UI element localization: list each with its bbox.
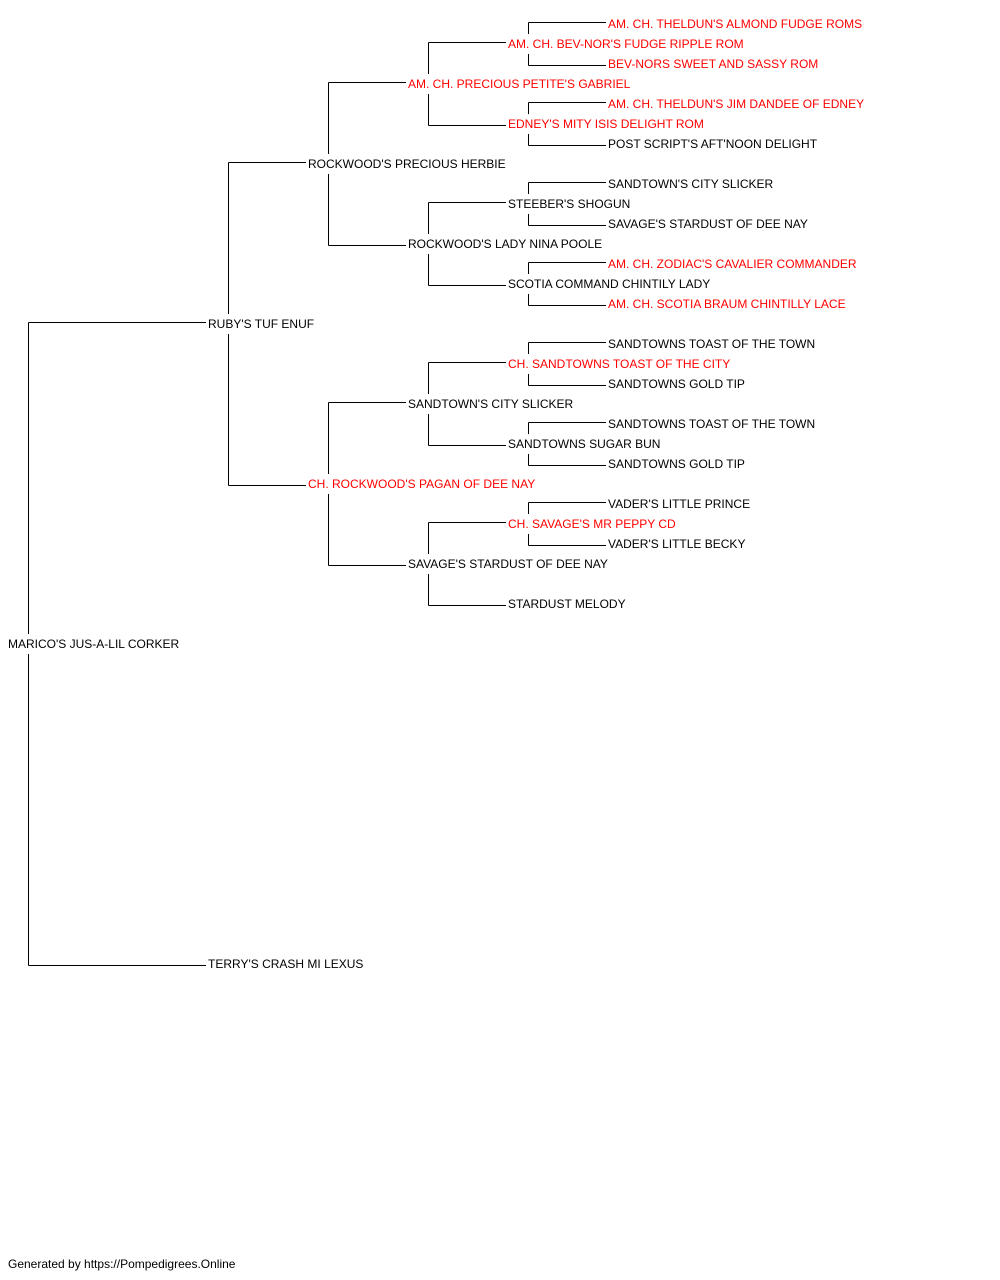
dog-gen4-sdss: CH. SANDTOWNS TOAST OF THE CITY bbox=[508, 357, 731, 371]
dog-subject: MARICO'S JUS-A-LIL CORKER bbox=[8, 637, 180, 651]
dog-dam: TERRY'S CRASH MI LEXUS bbox=[208, 957, 364, 971]
dog-sire: RUBY'S TUF ENUF bbox=[208, 317, 315, 331]
dog-sire-dam-sire: SANDTOWN'S CITY SLICKER bbox=[408, 397, 574, 411]
dog-gen5-ssdss: SANDTOWN'S CITY SLICKER bbox=[608, 177, 774, 191]
dog-gen5-ssddd: AM. CH. SCOTIA BRAUM CHINTILLY LACE bbox=[608, 297, 846, 311]
dog-gen5-sssss: AM. CH. THELDUN'S ALMOND FUDGE ROMS bbox=[608, 17, 863, 31]
dog-gen4-ssss: AM. CH. BEV-NOR'S FUDGE RIPPLE ROM bbox=[508, 37, 744, 51]
dog-gen5-ssdds: AM. CH. ZODIAC'S CAVALIER COMMANDER bbox=[608, 257, 857, 271]
dog-gen5-sddss: VADER'S LITTLE PRINCE bbox=[608, 497, 751, 511]
dog-gen4-ssdd: SCOTIA COMMAND CHINTILY LADY bbox=[508, 277, 711, 291]
dog-gen4-sdsd: SANDTOWNS SUGAR BUN bbox=[508, 437, 661, 451]
dog-gen5-sssds: AM. CH. THELDUN'S JIM DANDEE OF EDNEY bbox=[608, 97, 865, 111]
dog-gen4-sdds: CH. SAVAGE'S MR PEPPY CD bbox=[508, 517, 676, 531]
dog-sire-sire: ROCKWOOD'S PRECIOUS HERBIE bbox=[308, 157, 506, 171]
dog-gen5-ssssd: BEV-NORS SWEET AND SASSY ROM bbox=[608, 57, 819, 71]
dog-gen5-sdssd: SANDTOWNS GOLD TIP bbox=[608, 377, 745, 391]
dog-sire-sire-dam: ROCKWOOD'S LADY NINA POOLE bbox=[408, 237, 603, 251]
dog-gen4-sssd: EDNEY'S MITY ISIS DELIGHT ROM bbox=[508, 117, 704, 131]
dog-sire-dam-dam: SAVAGE'S STARDUST OF DEE NAY bbox=[408, 557, 608, 571]
footer-credit: Generated by https://Pompedigrees.Online bbox=[8, 1257, 236, 1271]
dog-gen5-ssdsd: SAVAGE'S STARDUST OF DEE NAY bbox=[608, 217, 808, 231]
dog-sire-sire-sire: AM. CH. PRECIOUS PETITE'S GABRIEL bbox=[408, 77, 631, 91]
dog-gen5-sdsss: SANDTOWNS TOAST OF THE TOWN bbox=[608, 337, 816, 351]
dog-gen5-sddsd: VADER'S LITTLE BECKY bbox=[608, 537, 746, 551]
dog-gen5-sdsds: SANDTOWNS TOAST OF THE TOWN bbox=[608, 417, 816, 431]
dog-gen4-ssds: STEEBER'S SHOGUN bbox=[508, 197, 631, 211]
dog-gen5-sdsdd: SANDTOWNS GOLD TIP bbox=[608, 457, 745, 471]
dog-gen4-sddd: STARDUST MELODY bbox=[508, 597, 626, 611]
dog-sire-dam: CH. ROCKWOOD'S PAGAN OF DEE NAY bbox=[308, 477, 536, 491]
dog-gen5-sssdd: POST SCRIPT'S AFT'NOON DELIGHT bbox=[608, 137, 818, 151]
